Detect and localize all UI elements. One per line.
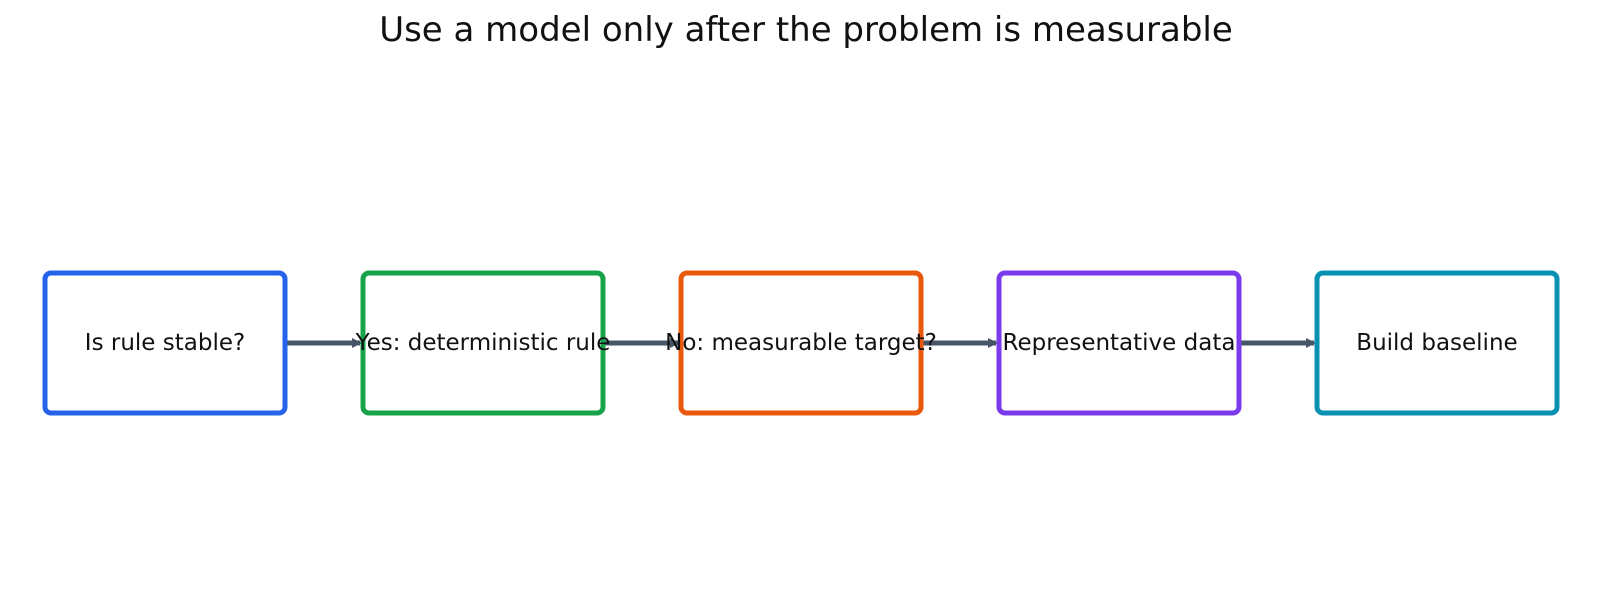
node-deterministic-rule: Yes: deterministic rule bbox=[355, 270, 611, 416]
node-box-representative-data bbox=[996, 270, 1242, 416]
node-label-measurable-target: No: measurable target? bbox=[665, 330, 937, 356]
node-box-measurable-target bbox=[678, 270, 924, 416]
node-label-rule-stable: Is rule stable? bbox=[85, 330, 245, 356]
node-label-build-baseline: Build baseline bbox=[1356, 330, 1517, 356]
node-label-representative-data: Representative data bbox=[1003, 330, 1236, 356]
node-representative-data: Representative data bbox=[996, 270, 1242, 416]
node-measurable-target: No: measurable target? bbox=[665, 270, 937, 416]
diagram-title: Use a model only after the problem is me… bbox=[379, 10, 1233, 50]
nodes-layer: Is rule stable? Yes: deterministic rule No… bbox=[42, 270, 1560, 416]
node-box-rule-stable bbox=[42, 270, 288, 416]
node-label-deterministic-rule: Yes: deterministic rule bbox=[355, 330, 611, 356]
node-rule-stable: Is rule stable? bbox=[42, 270, 288, 416]
node-build-baseline: Build baseline bbox=[1314, 270, 1560, 416]
node-box-deterministic-rule bbox=[360, 270, 606, 416]
node-box-build-baseline bbox=[1314, 270, 1560, 416]
